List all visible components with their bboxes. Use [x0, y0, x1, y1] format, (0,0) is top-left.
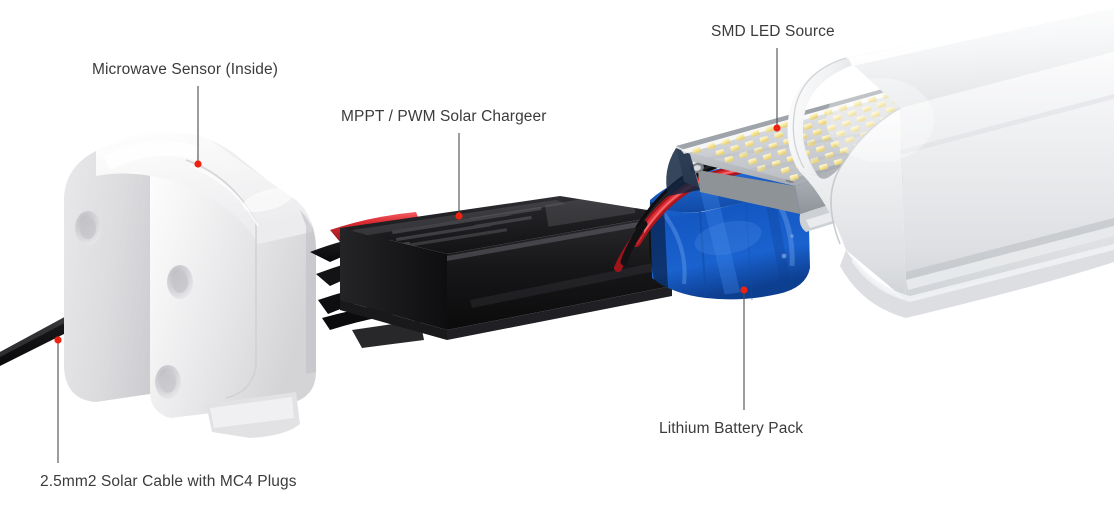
smd-led-chip — [845, 136, 855, 143]
smd-led-chip — [823, 108, 833, 116]
smd-led-chip — [789, 173, 799, 181]
smd-led-chip — [841, 119, 851, 127]
smd-led-chip — [847, 109, 857, 117]
smd-led-chip — [715, 149, 725, 156]
smd-led-chip — [885, 106, 895, 114]
smd-led-chip — [753, 146, 763, 154]
smd-led-chip — [757, 164, 767, 172]
callout-label-lithium-battery-pack: Lithium Battery Pack — [659, 420, 804, 437]
smd-led-chip — [810, 156, 820, 164]
smd-led-chip — [806, 139, 816, 147]
smd-led-chip — [780, 166, 790, 174]
smd-led-chip — [839, 147, 849, 154]
smd-led-chip — [721, 138, 731, 146]
smd-led-chip — [833, 158, 843, 166]
smd-led-chip — [818, 118, 828, 126]
smd-led-chip — [809, 113, 819, 120]
smd-led-chip — [724, 155, 734, 163]
smd-led-chip — [765, 125, 775, 133]
smd-led-chip — [824, 151, 834, 159]
smd-led-chip — [862, 105, 872, 113]
smd-led-chip — [819, 163, 829, 171]
callout-label-solar-cable: 2.5mm2 Solar Cable with MC4 Plugs — [40, 473, 297, 490]
smd-led-chip — [856, 115, 866, 123]
smd-led-chip — [750, 129, 760, 137]
callout-label-smd-led-source: SMD LED Source — [711, 23, 835, 40]
smd-led-chip — [771, 159, 781, 167]
smd-led-chip — [706, 142, 716, 150]
smd-led-chip — [759, 135, 769, 143]
smd-led-chip — [779, 121, 789, 129]
callout-label-solar-charger: MPPT / PWM Solar Chargeer — [341, 108, 547, 125]
smd-led-chip — [838, 104, 848, 112]
smd-led-chip — [744, 140, 754, 148]
smd-led-chip — [850, 125, 860, 133]
smd-led-chip — [691, 146, 702, 154]
smd-led-chip — [803, 122, 813, 130]
diffuser-cover — [787, 0, 1114, 318]
smd-led-chip — [867, 96, 877, 104]
smd-led-chip — [748, 157, 758, 165]
smd-led-chip — [735, 134, 745, 141]
smd-led-chip — [739, 151, 749, 159]
smd-led-chip — [812, 128, 822, 136]
smd-led-chip — [830, 140, 840, 148]
smd-led-chip — [876, 101, 886, 109]
callout-label-microwave-sensor: Microwave Sensor (Inside) — [92, 61, 278, 78]
smd-led-chip — [762, 153, 772, 161]
sensor-housing — [63, 132, 316, 438]
smd-led-chip — [730, 144, 740, 152]
smd-led-chip — [774, 131, 784, 139]
smd-led-chip — [827, 124, 837, 132]
smd-led-chip — [768, 142, 778, 150]
smd-led-chip — [865, 120, 875, 128]
smd-led-chip — [821, 134, 831, 142]
smd-led-chip — [853, 100, 863, 108]
smd-led-chip — [836, 130, 846, 137]
smd-led-chip — [832, 114, 842, 122]
smd-led-chip — [777, 148, 787, 156]
smd-led-chip — [871, 110, 881, 118]
smd-led-chip — [815, 145, 825, 153]
